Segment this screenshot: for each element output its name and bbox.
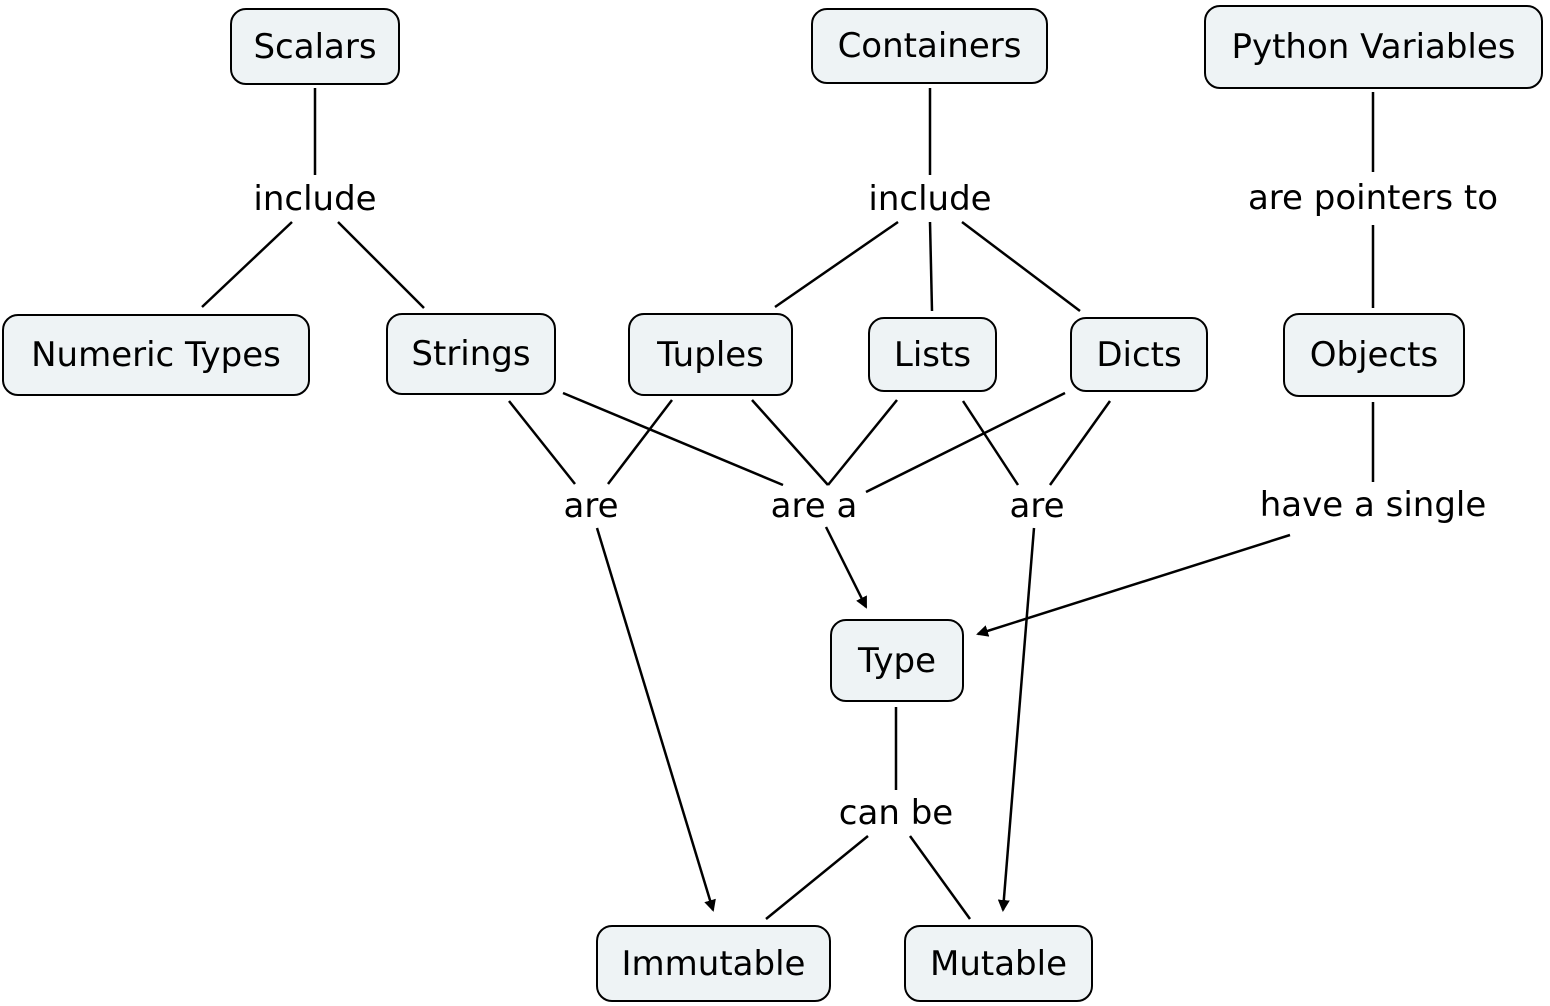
node-mutable[interactable]: Mutable xyxy=(904,925,1093,1002)
edge-lists-are xyxy=(961,400,1020,486)
link-label-are-right: are xyxy=(1005,486,1069,526)
link-label-are-a: are a xyxy=(766,486,862,526)
edge-tuples-are xyxy=(607,399,673,485)
node-numeric-types[interactable]: Numeric Types xyxy=(2,314,310,396)
node-scalars[interactable]: Scalars xyxy=(230,8,400,85)
node-lists[interactable]: Lists xyxy=(868,317,997,392)
edge-include-lists xyxy=(928,221,934,312)
node-objects[interactable]: Objects xyxy=(1283,313,1465,397)
edge-are-immutable xyxy=(595,527,716,912)
node-immutable[interactable]: Immutable xyxy=(596,925,831,1002)
edge-include-strings xyxy=(337,221,425,309)
node-tuples[interactable]: Tuples xyxy=(628,313,793,396)
link-label-are-left: are xyxy=(559,486,623,526)
node-strings[interactable]: Strings xyxy=(386,313,556,395)
edge-canbe-mutable xyxy=(908,835,972,920)
edge-dicts-are xyxy=(1048,400,1112,486)
node-containers[interactable]: Containers xyxy=(811,8,1048,84)
edge-tuples-are-a xyxy=(751,399,829,486)
link-label-have-a-single: have a single xyxy=(1255,485,1491,525)
edge-strings-are xyxy=(508,400,576,485)
edge-dicts-are-a xyxy=(865,391,1066,494)
edge-include-tuples xyxy=(774,220,899,309)
node-python-variables[interactable]: Python Variables xyxy=(1204,5,1543,89)
node-type[interactable]: Type xyxy=(830,619,964,702)
link-label-are-pointers-to: are pointers to xyxy=(1243,178,1503,218)
edge-are-a-type xyxy=(824,526,868,609)
edge-are-mutable xyxy=(997,527,1036,912)
edge-have-type xyxy=(976,533,1291,637)
node-dicts[interactable]: Dicts xyxy=(1070,317,1208,392)
link-label-scalars-include: include xyxy=(249,179,381,219)
edge-canbe-immutable xyxy=(765,835,869,920)
link-label-containers-include: include xyxy=(864,179,996,219)
link-label-can-be: can be xyxy=(834,793,958,833)
edge-include-dicts xyxy=(961,221,1081,312)
edge-lists-are-a xyxy=(827,399,898,486)
edge-include-numeric xyxy=(201,221,293,308)
edge-strings-are-a xyxy=(562,391,784,487)
